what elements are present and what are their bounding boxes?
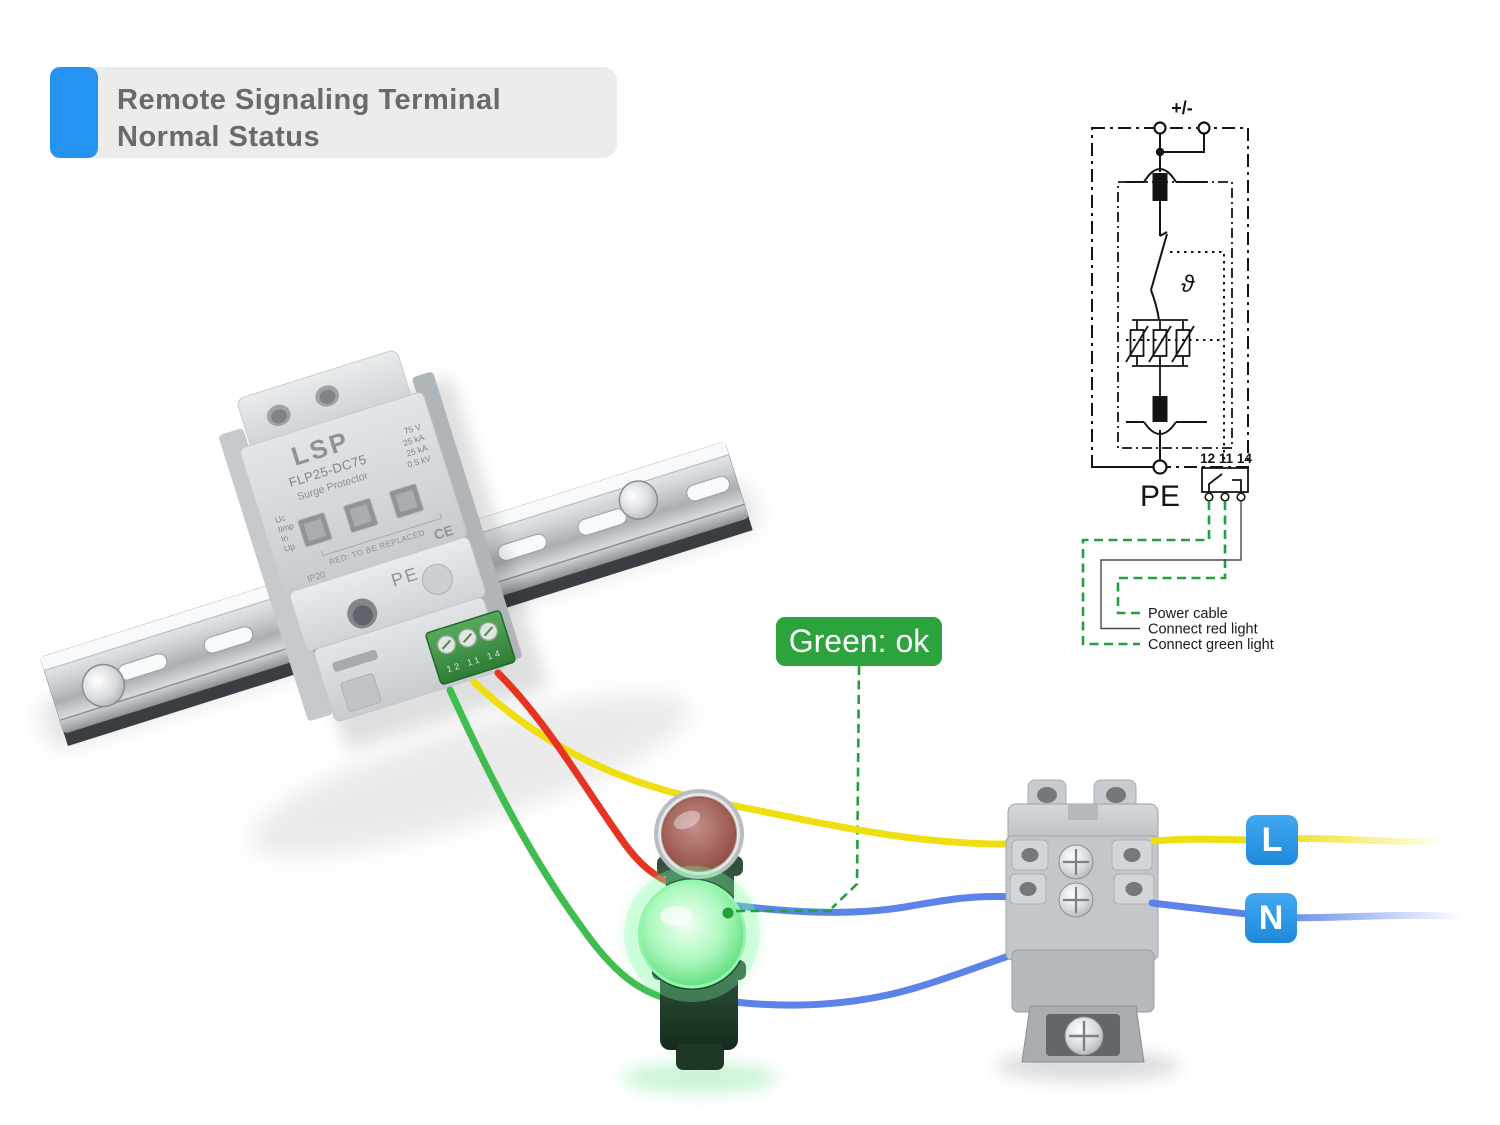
title-line-2: Normal Status <box>117 121 320 153</box>
input-terminal-2 <box>1197 121 1211 135</box>
relay-contact-box: 12 11 14 <box>1200 451 1252 502</box>
block-lower-body <box>1011 949 1155 1013</box>
status-callout-text: Green: ok <box>789 623 931 659</box>
line-label-text: L <box>1262 821 1283 859</box>
block-notch <box>1068 804 1098 820</box>
green-lamp-tube <box>676 1044 724 1070</box>
junction-dot <box>1155 147 1165 157</box>
thermal-disconnect-switch <box>1150 201 1168 321</box>
spec-up-label: Up <box>283 541 297 554</box>
legend-connect-green-light: Connect green light <box>1148 637 1274 653</box>
title-panel <box>84 67 617 158</box>
legend-wire-power <box>1116 501 1227 615</box>
callout-leader-vertical <box>831 665 861 909</box>
block-side-tabs <box>1009 839 1155 905</box>
green-indicator-lamp <box>587 831 797 1070</box>
rail-screw-right <box>618 480 659 520</box>
spec-iimp-label: Iimp <box>277 520 296 534</box>
title-banner: Remote Signaling Terminal Normal Status <box>50 67 617 158</box>
monitoring-link-dotted <box>1126 251 1225 460</box>
device-shadow <box>249 693 691 857</box>
relay-terminal-numbers: 12 11 14 <box>1200 451 1252 466</box>
device-left-face <box>219 428 333 721</box>
input-terminal-1 <box>1153 121 1167 135</box>
device-right-face <box>412 372 522 663</box>
pe-hole-shallow <box>421 563 453 595</box>
device-spec-labels: Uc Iimp In Up <box>274 512 297 554</box>
fuse-bottom <box>1152 396 1168 422</box>
top-tab-holes <box>266 385 340 427</box>
varistor-bank <box>1125 319 1195 396</box>
changeover-contact <box>1208 473 1242 492</box>
legend-power-cable: Power cable <box>1148 606 1228 622</box>
fuse-top-arc <box>1126 168 1207 183</box>
circuit-schematic: +/- ϑ PE 12 11 14 <box>1081 98 1274 653</box>
device-spec-values: 75 V 25 kA 25 kA 0.5 kV <box>402 421 433 469</box>
remote-signal-connector: 12 11 14 <box>425 610 516 685</box>
title-line-1: Remote Signaling Terminal <box>117 84 501 116</box>
lamp-glow-shadow <box>622 1063 778 1093</box>
neutral-wire-label: N <box>1245 893 1297 943</box>
fuse-bottom-arc <box>1126 421 1207 461</box>
lower-body-recess <box>340 673 382 712</box>
neutral-label-text: N <box>1259 899 1284 937</box>
pe-hole-deep-inner <box>352 605 373 626</box>
legend-wire-green-light <box>1081 501 1211 646</box>
schematic-pe-label: PE <box>1140 480 1180 513</box>
indicator-windows <box>297 483 442 557</box>
blue-neutral-wire-fade <box>1268 911 1464 922</box>
rail-screw-left <box>81 663 126 708</box>
status-callout: Green: ok <box>776 617 942 666</box>
legend-connect-red-light: Connect red light <box>1148 622 1258 638</box>
callout-leader-dot <box>722 907 734 919</box>
terminal-block <box>1005 779 1159 1063</box>
green-lamp-lens <box>639 881 745 987</box>
ce-mark: CE <box>432 522 455 543</box>
fuse-top <box>1152 173 1168 201</box>
legend-wire-red-light <box>1100 501 1242 630</box>
polarity-label: +/- <box>1171 98 1193 118</box>
spd-outer-boundary <box>1091 127 1249 468</box>
surge-protector: LSP FLP25-DC75 Surge Protector 75 V 25 k… <box>219 350 549 751</box>
lower-body-slot <box>332 649 378 672</box>
line-wire-label: L <box>1246 815 1298 865</box>
spec-uc-label: Uc <box>274 512 288 525</box>
spd-inner-boundary <box>1117 181 1233 449</box>
theta-symbol: ϑ <box>1181 271 1195 298</box>
spec-in-label: In <box>280 532 290 544</box>
title-accent-bar <box>50 67 98 158</box>
pe-terminal <box>1152 459 1168 475</box>
